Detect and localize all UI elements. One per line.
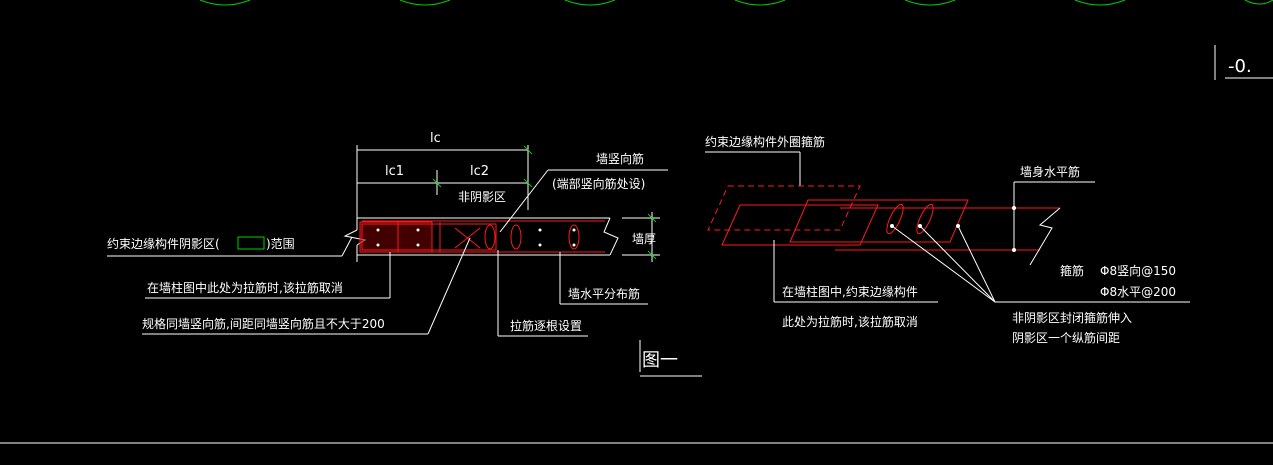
wall-thickness-label: 墙厚	[632, 232, 656, 246]
right-detail: 约束边缘构件外圈箍筋 墙身水平筋 箍筋 Φ8竖向@150 Φ8水平@200 在墙…	[705, 134, 1190, 345]
inner-stirrup	[721, 204, 879, 246]
dim-lc-label: lc	[430, 131, 441, 146]
stirrup-label: 箍筋	[1060, 263, 1084, 278]
elevation-mark: -0.	[1214, 45, 1273, 80]
tie-each-bar-label: 拉筋逐根设置	[510, 318, 582, 333]
left-wall-horizontal-bar-label: 墙水平分布筋	[568, 286, 640, 301]
closed-stirrup-note-line1: 非阴影区封闭箍筋伸入	[1012, 310, 1132, 325]
shadow-zone-fill	[360, 222, 432, 252]
figure-label: 图一	[642, 350, 678, 371]
elevation-label: -0.	[1228, 56, 1252, 77]
right-tie-note-line1: 在墙柱图中,约束边缘构件	[782, 284, 918, 299]
dim-lc2-label: lc2	[470, 164, 489, 179]
wall-stirrup	[789, 199, 969, 243]
closed-stirrup-note-line2: 阴影区一个纵筋间距	[1012, 330, 1120, 345]
stirrup-horizontal-spec: Φ8水平@200	[1100, 285, 1176, 299]
non-shadow-zone-label: 非阴影区	[458, 190, 506, 204]
wall-vertical-bar-label: 墙竖向筋	[596, 151, 644, 166]
outer-stirrup-dashed	[707, 185, 861, 231]
tie-note-label: 在墙柱图中此处为拉筋时,该拉筋取消	[147, 280, 343, 295]
stirrup-vertical-spec: Φ8竖向@150	[1100, 263, 1176, 278]
top-arc-marks	[199, 0, 1273, 6]
tie-bar-cross	[454, 227, 481, 249]
wall-break-mark	[1029, 207, 1061, 266]
right-wall-horizontal-bar-label: 墙身水平筋	[1020, 164, 1080, 179]
dim-lc1-label: lc1	[385, 164, 404, 179]
shadow-zone-note-suffix: )范围	[266, 237, 295, 251]
left-detail: lc lc1 lc2 非阴影区	[107, 131, 702, 377]
spec-note-label: 规格同墙竖向筋,间距同墙竖向筋且不大于200	[142, 316, 385, 331]
wall-vertical-bar-sub-label: (端部竖向筋处设)	[552, 176, 645, 191]
shadow-zone-legend-swatch	[237, 236, 265, 250]
right-tie-note-line2: 此处为拉筋时,该拉筋取消	[782, 314, 918, 329]
stirrup-outline	[361, 223, 497, 251]
outer-stirrup-label: 约束边缘构件外圈箍筋	[705, 134, 825, 149]
shadow-zone-note-prefix: 约束边缘构件阴影区(	[107, 236, 220, 251]
